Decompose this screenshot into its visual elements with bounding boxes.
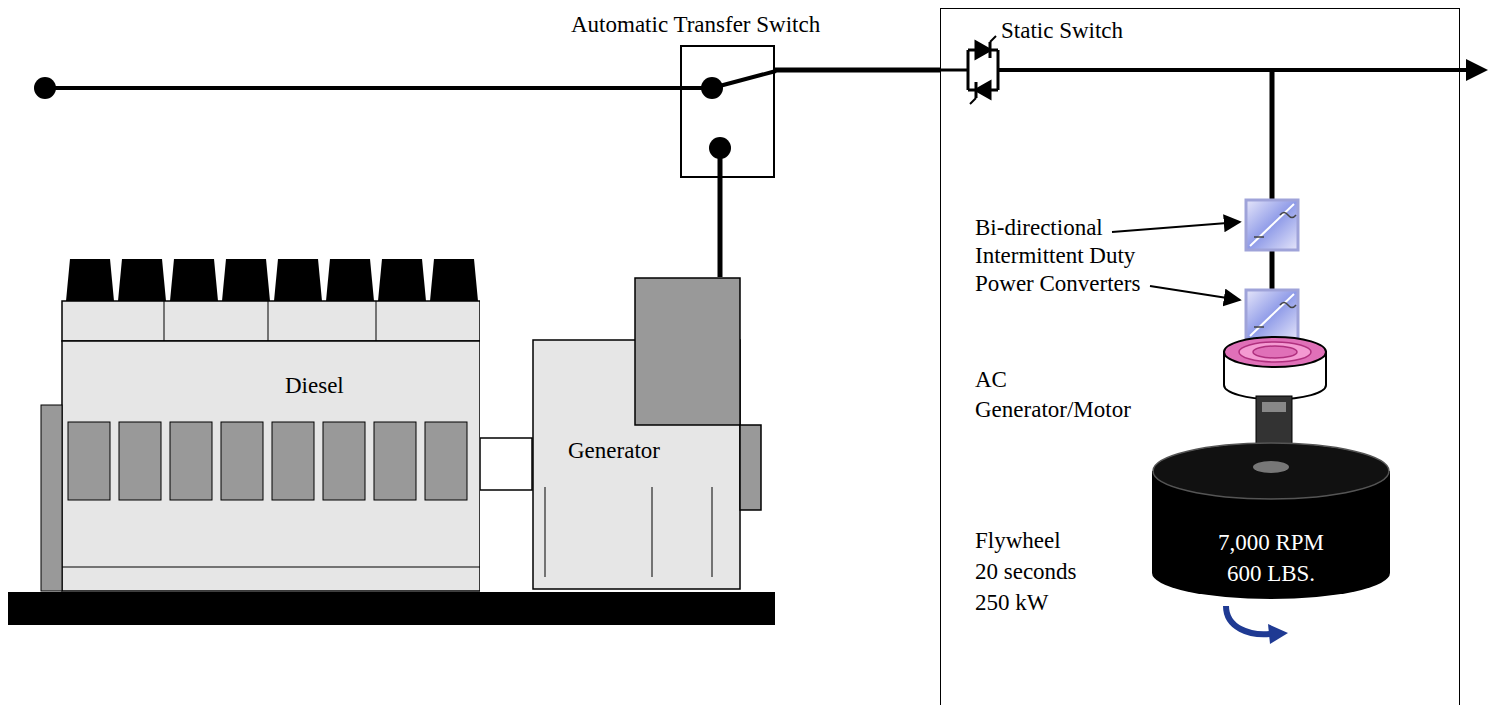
output-bus bbox=[998, 68, 1470, 72]
node-text: Diesel bbox=[285, 372, 344, 400]
rotation-arrow bbox=[1226, 606, 1270, 634]
power-connector bbox=[775, 68, 940, 73]
coupling bbox=[480, 438, 532, 490]
generator-set: Generator bbox=[532, 277, 762, 590]
power-converter bbox=[1246, 290, 1298, 340]
diesel-engine: Diesel bbox=[40, 255, 480, 592]
converter-label: Bi-directional Intermittent Duty Power C… bbox=[975, 214, 1165, 298]
utility-bus bbox=[45, 86, 712, 90]
leader-line bbox=[1150, 286, 1240, 300]
thyristor-symbol bbox=[940, 36, 998, 104]
flywheel-label: Flywheel 20 seconds 250 kW bbox=[975, 525, 1083, 618]
transfer-switch-box: Automatic Transfer Switch bbox=[680, 45, 775, 178]
flywheel: 7,000 RPM 600 LBS. bbox=[1151, 441, 1391, 601]
utility-contact bbox=[701, 77, 723, 99]
dc-link bbox=[1270, 250, 1275, 290]
motor-generator bbox=[1224, 337, 1326, 399]
node-text: Generator bbox=[568, 437, 660, 465]
node-text: Automatic Transfer Switch bbox=[571, 11, 820, 39]
shaft-coupling bbox=[1262, 402, 1286, 412]
converter-feed bbox=[1270, 70, 1275, 200]
bus-terminal bbox=[34, 77, 56, 99]
rotation-arrowhead bbox=[1268, 624, 1288, 644]
skid-base bbox=[8, 592, 775, 625]
diesel-shape bbox=[40, 255, 480, 592]
shaft bbox=[1256, 396, 1292, 444]
leader-line bbox=[1112, 222, 1240, 232]
node-text: Static Switch bbox=[1001, 17, 1123, 45]
node-text: 7,000 RPM 600 LBS. bbox=[1206, 527, 1336, 589]
generator-contact bbox=[709, 137, 731, 159]
motor-label: AC Generator/Motor bbox=[975, 365, 1147, 425]
output-arrowhead bbox=[1466, 59, 1488, 81]
power-converter bbox=[1246, 200, 1298, 250]
power-connector bbox=[718, 178, 723, 277]
generator-shape bbox=[532, 277, 762, 590]
